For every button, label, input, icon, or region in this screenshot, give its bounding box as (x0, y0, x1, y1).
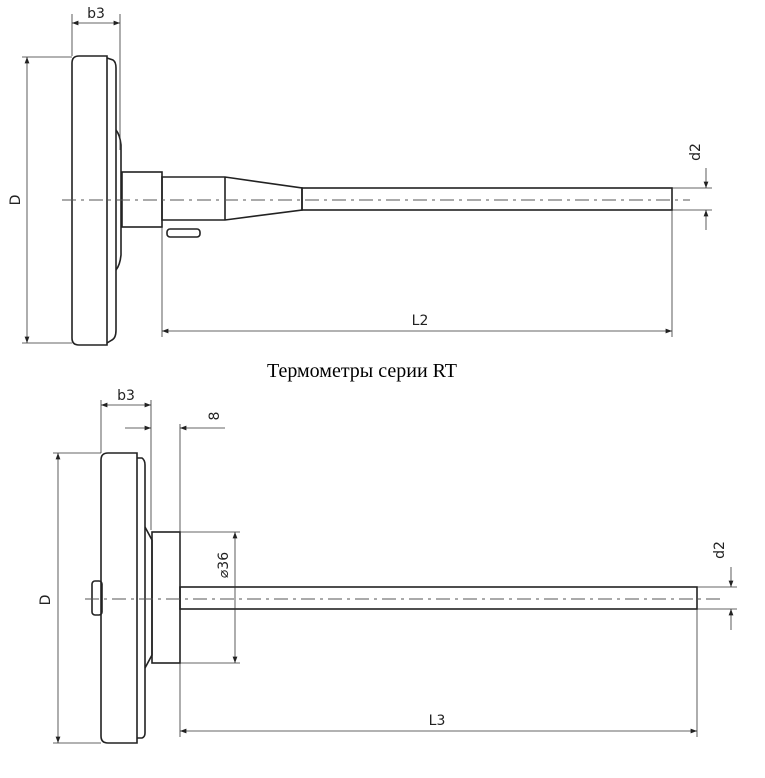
stem-collar (151, 531, 181, 664)
thermometer-side-view-top: b3 D d2 L2 (8, 6, 712, 346)
dial-back-boss (144, 526, 153, 669)
dial-bezel (106, 57, 117, 344)
adjust-screw (166, 228, 201, 238)
label-b3: b3 (117, 388, 135, 404)
label-L3: L3 (429, 713, 446, 729)
label-b3: b3 (87, 6, 105, 22)
label-8: 8 (207, 412, 223, 421)
dial-case (100, 452, 138, 744)
stem-taper (161, 176, 303, 221)
caption: Термометры серии RT (267, 360, 457, 382)
label-D: D (38, 595, 54, 606)
stem (301, 187, 673, 211)
label-d2: d2 (712, 541, 728, 559)
label-L2: L2 (412, 313, 429, 329)
adjust-knob (91, 580, 103, 616)
label-diameter: ⌀36 (216, 552, 232, 578)
stem (179, 586, 698, 610)
label-d2: d2 (688, 143, 704, 161)
dial-case (71, 55, 108, 346)
label-D: D (8, 195, 24, 206)
dial-bezel (137, 457, 146, 739)
thermometer-side-view-bottom: b3 8 ⌀36 D d2 L3 (38, 388, 737, 744)
